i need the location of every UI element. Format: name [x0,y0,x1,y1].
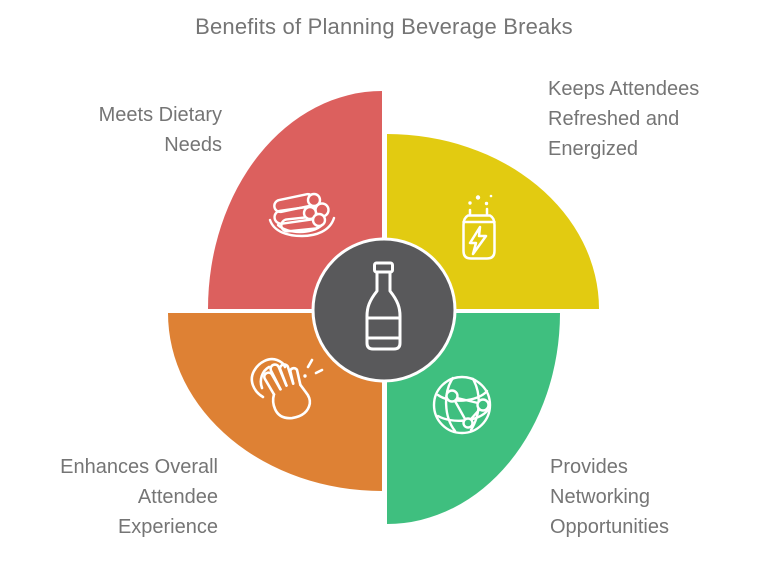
diagram-title: Benefits of Planning Beverage Breaks [195,14,573,39]
clapping-hands-icon [250,357,324,420]
center-circle [311,237,457,383]
label-enhances-attendee-experience: Enhances Overall Attendee Experience [60,456,218,538]
label-meets-dietary-needs: Meets Dietary Needs [98,104,222,156]
label-provides-networking: Provides Networking Opportunities [550,456,669,538]
label-keeps-attendees-refreshed: Keeps Attendees Refreshed and Energized [548,78,700,160]
energy-drink-can-icon [462,194,496,260]
plate-of-rolls-icon [268,192,336,238]
segment-enhances-attendee-experience [168,313,382,491]
wine-bottle-icon [365,261,402,351]
network-globe-icon [432,375,492,435]
